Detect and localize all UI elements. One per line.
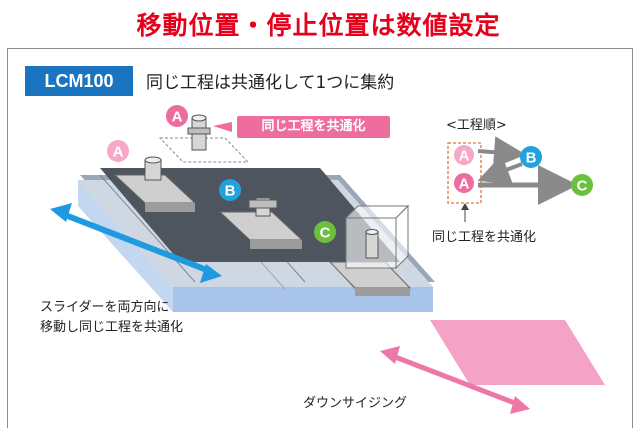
svg-text:A: A <box>113 144 124 161</box>
marker-b-slider: B <box>219 179 241 201</box>
main-title: 移動位置・停止位置は数値設定 <box>136 11 501 40</box>
svg-text:A: A <box>459 176 470 193</box>
downsizing-arrow <box>380 346 530 414</box>
subtitle: 同じ工程は共通化して1つに集約 <box>146 73 395 93</box>
svg-text:C: C <box>577 178 588 195</box>
order-marker-a-bottom: A <box>454 173 474 193</box>
order-arrow-b-to-a <box>477 154 523 185</box>
order-marker-b: B <box>520 146 542 168</box>
order-arrow-a-to-b <box>477 136 526 169</box>
common-process-label: 同じ工程を共通化 <box>432 230 537 245</box>
slider-a-left <box>113 156 197 212</box>
svg-text:B: B <box>225 183 236 200</box>
svg-text:C: C <box>320 225 331 242</box>
marker-a-callout: A <box>166 105 188 127</box>
common-process-callout: 同じ工程を共通化 <box>237 116 390 138</box>
process-order-label: <工程順> <box>446 118 507 133</box>
slider-note-line1: スライダーを両方向に <box>40 300 170 315</box>
svg-text:A: A <box>459 148 470 165</box>
marker-a-light: A <box>107 140 129 162</box>
downsizing-label: ダウンサイジング <box>303 396 408 411</box>
model-badge: LCM100 <box>25 66 133 96</box>
downsized-footprint <box>430 320 605 385</box>
slider-c <box>328 204 412 296</box>
svg-text:A: A <box>172 109 183 126</box>
order-marker-a-top: A <box>454 145 474 165</box>
slider-a-ghost <box>158 114 250 163</box>
svg-text:B: B <box>526 150 537 167</box>
slider-note-line2: 移動し同じ工程を共通化 <box>40 320 184 335</box>
content-panel <box>7 48 633 428</box>
slider-b <box>218 197 304 249</box>
marker-c-slider: C <box>314 221 336 243</box>
slider-travel-arrow <box>50 203 222 283</box>
order-marker-c: C <box>571 174 593 196</box>
